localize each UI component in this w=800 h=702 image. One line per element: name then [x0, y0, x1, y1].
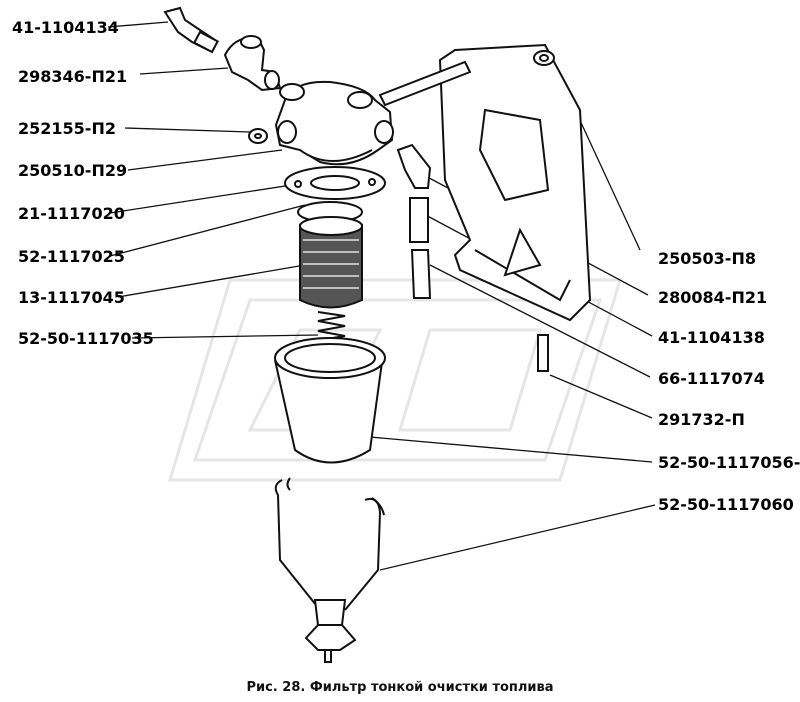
label-13-1117045: 13-1117045: [18, 288, 125, 307]
fuel-tube: [409, 197, 432, 299]
stud: [537, 334, 549, 372]
label-52-50-1117035: 52-50-1117035: [18, 329, 154, 348]
outlet-elbow: [396, 143, 432, 189]
label-66-1117074: 66-1117074: [658, 369, 765, 388]
label-21-1117020: 21-1117020: [18, 204, 125, 223]
nut: [533, 50, 555, 66]
label-298346: 298346-П21: [18, 67, 127, 86]
label-52-50-1117060: 52-50-1117060: [658, 495, 794, 514]
washer-small: [248, 128, 268, 144]
mounting-plate: [438, 43, 592, 322]
label-41-1104138: 41-1104138: [658, 328, 765, 347]
mounting-rod: [378, 60, 472, 107]
inlet-fitting: [163, 6, 219, 54]
label-291732: 291732-П: [658, 410, 745, 429]
drain-screw: [304, 599, 357, 663]
label-52-50-1117056-A: 52-50-1117056-А: [658, 453, 800, 472]
filter-head: [274, 80, 394, 166]
label-252155: 252155-П2: [18, 119, 116, 138]
clamp-bracket: [274, 477, 385, 611]
gasket-ring: [284, 166, 386, 200]
label-52-1117025: 52-1117025: [18, 247, 125, 266]
figure-caption: Рис. 28. Фильтр тонкой очистки топлива: [246, 680, 554, 695]
label-280084: 280084-П21: [658, 288, 767, 307]
spring: [317, 311, 346, 341]
elbow-fitting: [223, 35, 282, 92]
label-250510: 250510-П29: [18, 161, 127, 180]
filter-bowl: [274, 337, 386, 464]
label-250503: 250503-П8: [658, 249, 756, 268]
label-41-1104134: 41-1104134: [12, 18, 119, 37]
filter-element: [297, 201, 363, 309]
